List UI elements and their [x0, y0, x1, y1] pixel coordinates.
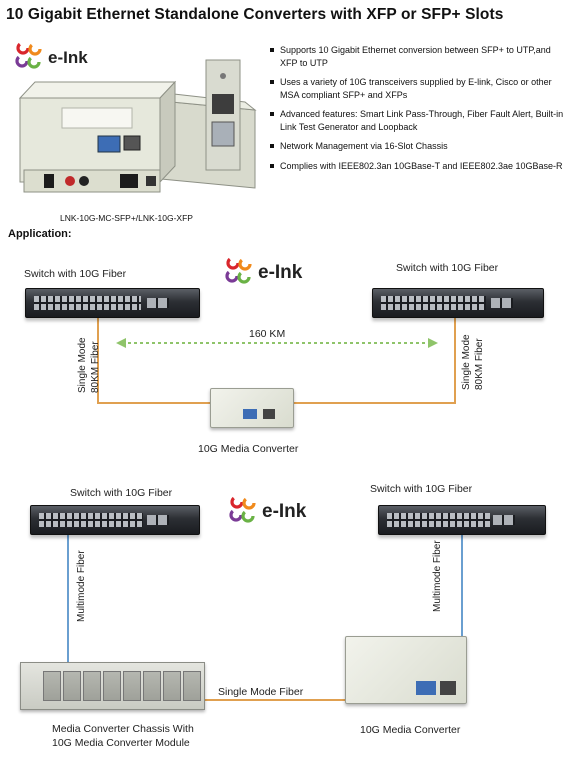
media-converter-chassis — [20, 662, 205, 710]
diagram1-switch-left — [25, 288, 200, 318]
diagram1-switch-left-label: Switch with 10G Fiber — [24, 268, 127, 280]
diagram1-switch-right-label: Switch with 10G Fiber — [396, 262, 499, 274]
diagram2-switch-right — [378, 505, 546, 535]
diagram2-link-label: Single Mode Fiber — [218, 686, 304, 698]
diagram1-converter-label: 10G Media Converter — [198, 443, 299, 455]
diagram1-media-converter — [210, 388, 294, 428]
logo-mark — [228, 494, 258, 529]
feature-item: Network Management via 16-Slot Chassis — [270, 140, 565, 153]
distance-label: 160 KM — [249, 328, 286, 340]
diagram2-fiber-left-label: Multimode Fiber — [76, 550, 87, 622]
brand-name: e-Ink — [258, 261, 303, 283]
diagram2-switch-right-label: Switch with 10G Fiber — [370, 483, 473, 495]
diagram2-switch-left — [30, 505, 200, 535]
diagram1-fiber-left-label-2: 80KM Fiber — [90, 341, 101, 393]
diagram1-fiber-left-label-1: Single Mode — [77, 337, 88, 393]
application-heading: Application: — [8, 228, 72, 240]
brand-name: e-Ink — [48, 47, 88, 67]
feature-item: Uses a variety of 10G transceivers suppl… — [270, 76, 565, 101]
feature-item: Supports 10 Gigabit Ethernet conversion … — [270, 44, 565, 69]
page-title: 10 Gigabit Ethernet Standalone Converter… — [6, 6, 504, 23]
brand-logo: e-Ink — [14, 40, 88, 75]
feature-list: Supports 10 Gigabit Ethernet conversion … — [270, 44, 565, 179]
product-caption: LNK-10G-MC-SFP+/LNK-10G-XFP — [60, 213, 193, 223]
feature-item: Complies with IEEE802.3an 10GBase-T and … — [270, 160, 565, 173]
diagram2-converter-label: 10G Media Converter — [360, 724, 461, 736]
diagram2-logo: e-Ink — [228, 494, 306, 529]
diagram2-media-converter — [345, 636, 467, 704]
diagram1-switch-right — [372, 288, 544, 318]
feature-item: Advanced features: Smart Link Pass-Throu… — [270, 108, 565, 133]
logo-mark — [14, 40, 44, 75]
logo-mark — [224, 255, 254, 290]
e-ink-logo-icon — [229, 495, 256, 523]
diagram2-chassis-label-2: 10G Media Converter Module — [52, 737, 190, 749]
diagram2-fiber-right-label: Multimode Fiber — [432, 540, 443, 612]
product-photo — [18, 59, 257, 193]
e-ink-logo-icon — [15, 41, 42, 69]
diagram2-switch-left-label: Switch with 10G Fiber — [70, 487, 173, 499]
diagram2-chassis-label-1: Media Converter Chassis With — [52, 723, 194, 735]
brand-name: e-Ink — [262, 500, 307, 522]
diagram1-fiber-right-label-1: Single Mode — [461, 334, 472, 390]
diagram1-fiber-right-label-2: 80KM Fiber — [474, 338, 485, 390]
e-ink-logo-icon — [225, 256, 252, 284]
diagram1-logo: e-Ink — [224, 255, 302, 290]
